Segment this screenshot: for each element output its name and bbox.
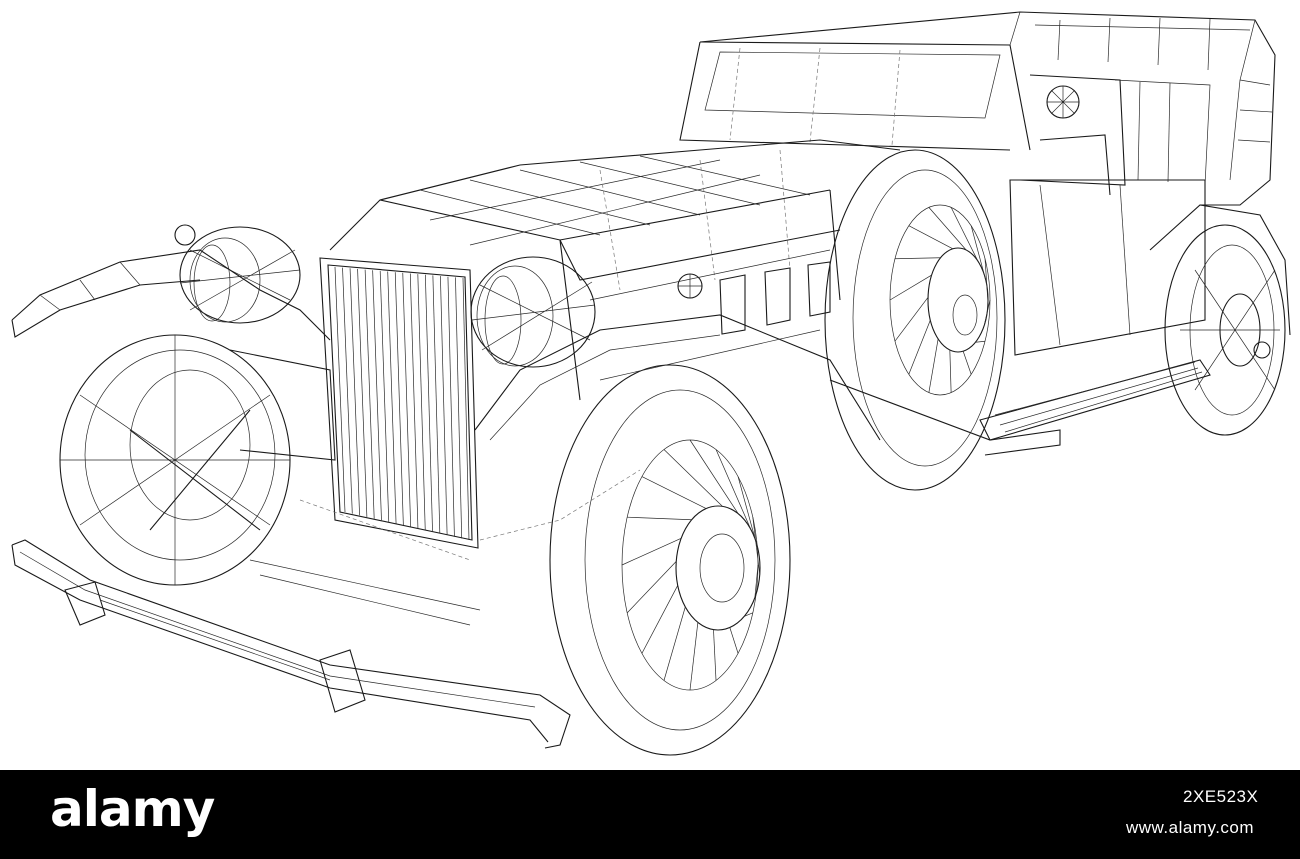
cabin (1009, 74, 1211, 356)
site-url-label: www.alamy.com (1126, 818, 1255, 837)
left-front-wheel (11, 249, 331, 586)
rear-wheel (824, 149, 1006, 491)
car-wireframe-drawing (11, 11, 1291, 756)
headlamps (174, 224, 596, 368)
wireframe-car-illustration (11, 11, 1291, 756)
right-front-wheel (474, 314, 881, 756)
soft-top (679, 11, 1276, 206)
radiator-grille (319, 257, 479, 549)
front-bumper (11, 539, 571, 749)
hood (329, 139, 901, 335)
alamy-logo: alamy (50, 780, 215, 838)
running-board (829, 359, 1211, 456)
body-side (229, 189, 841, 626)
watermark-bar: alamy 2XE523X www.alamy.com (0, 770, 1300, 859)
image-id-label: 2XE523X (1183, 787, 1259, 806)
far-rear-wheel (1149, 204, 1291, 436)
